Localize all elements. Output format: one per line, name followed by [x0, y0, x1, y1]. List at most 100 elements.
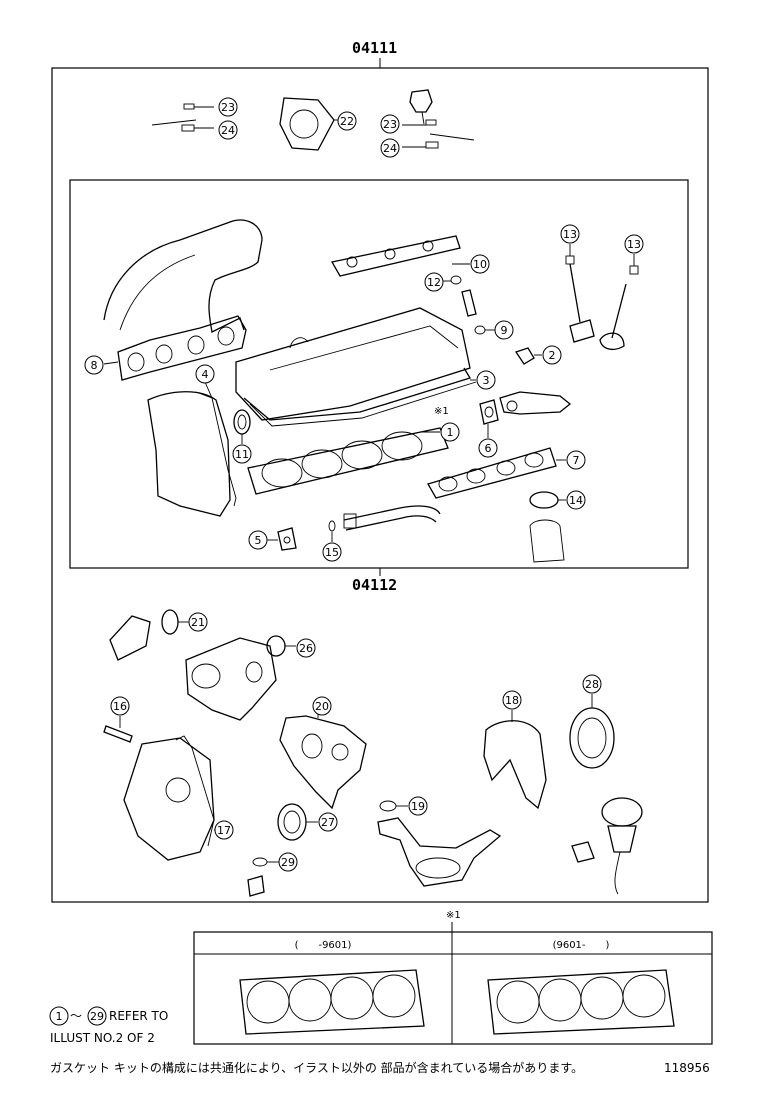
- head-gasket-variant-left: [239, 969, 425, 1035]
- callout-5: 5: [248, 530, 268, 550]
- fuel-delivery-pipe: [330, 235, 470, 277]
- gasket-16: [103, 716, 133, 743]
- callout-22: 22: [337, 111, 357, 131]
- callout-27: 27: [318, 812, 338, 832]
- gasket-29: [247, 857, 280, 897]
- callout-4: 4: [195, 364, 215, 384]
- oil-seal-11: [233, 409, 251, 444]
- svg-text:2: 2: [549, 349, 556, 362]
- valve-13-left: [565, 244, 595, 343]
- cylinder-head-cover: [235, 307, 471, 421]
- svg-text:7: 7: [573, 454, 580, 467]
- valve-cover-gasket-3: [243, 367, 477, 427]
- svg-text:28: 28: [585, 678, 599, 691]
- clip-part-left: [151, 103, 214, 132]
- note-mark-table: ※1: [446, 910, 461, 921]
- variant-table: [193, 931, 713, 1045]
- svg-text:22: 22: [340, 115, 354, 128]
- part-2: [514, 347, 542, 365]
- callout-8: 8: [84, 355, 104, 375]
- svg-text:20: 20: [315, 700, 329, 713]
- svg-text:5: 5: [255, 534, 262, 547]
- callout-24-right: 24: [380, 138, 400, 158]
- rear-oil-seal-retainer-18: [483, 710, 547, 810]
- cylinder-head-gasket-1: [247, 427, 449, 495]
- callout-2: 2: [542, 345, 562, 365]
- callout-6: 6: [478, 438, 498, 458]
- svg-text:29: 29: [90, 1010, 104, 1023]
- callout-20: 20: [312, 696, 332, 716]
- timing-cover-area: [147, 381, 237, 517]
- callout-10: 10: [470, 254, 490, 274]
- callout-14: 14: [566, 490, 586, 510]
- inner-frame: [69, 179, 689, 569]
- svg-text:16: 16: [113, 700, 127, 713]
- callout-18: 18: [502, 690, 522, 710]
- callout-16: 16: [110, 696, 130, 716]
- svg-text:24: 24: [383, 142, 397, 155]
- callout-26: 26: [296, 638, 316, 658]
- intake-part: [499, 391, 572, 415]
- svg-text:23: 23: [221, 101, 235, 114]
- svg-text:1: 1: [56, 1010, 63, 1023]
- egr-valve: [571, 797, 643, 895]
- svg-text:1: 1: [447, 426, 454, 439]
- svg-text:17: 17: [217, 824, 231, 837]
- water-pipe: [328, 505, 441, 542]
- svg-text:10: 10: [473, 258, 487, 271]
- callout-29: 29: [278, 852, 298, 872]
- callout-3: 3: [476, 370, 496, 390]
- svg-text:～: ～: [70, 1009, 82, 1023]
- gasket-20: [279, 714, 367, 810]
- rear-oil-seal-28: [569, 694, 615, 769]
- valve-13-right: [599, 254, 639, 351]
- svg-text:18: 18: [505, 694, 519, 707]
- callout-24-left: 24: [218, 120, 238, 140]
- callout-9: 9: [494, 320, 514, 340]
- sensor-part: [402, 89, 475, 149]
- callout-1: 1: [440, 422, 460, 442]
- outer-frame: [51, 67, 709, 903]
- callout-12: 12: [424, 272, 444, 292]
- gasket-5: [266, 527, 297, 551]
- variant-left-label: ( -9601): [295, 940, 352, 951]
- svg-text:23: 23: [383, 118, 397, 131]
- water-outlet-21: [109, 609, 190, 661]
- injector: [461, 289, 496, 335]
- variant-right-label: (9601- ): [553, 940, 610, 951]
- callout-23-left: 23: [218, 97, 238, 117]
- svg-text:3: 3: [483, 374, 490, 387]
- svg-text:21: 21: [191, 616, 205, 629]
- svg-text:13: 13: [563, 228, 577, 241]
- svg-text:29: 29: [281, 856, 295, 869]
- callout-11: 11: [232, 444, 252, 464]
- gasket-14: [529, 491, 566, 563]
- o-ring-12: [442, 275, 462, 285]
- intake-manifold-gasket-7: [427, 447, 566, 499]
- svg-text:24: 24: [221, 124, 235, 137]
- group-code-04112: 04112: [352, 576, 397, 594]
- callout-23-right: 23: [380, 114, 400, 134]
- illustration-number: 118956: [664, 1061, 710, 1075]
- timing-cover-17: [123, 735, 226, 861]
- svg-text:6: 6: [485, 442, 492, 455]
- water-pump-housing: [185, 637, 277, 721]
- svg-text:12: 12: [427, 276, 441, 289]
- refer-text-line1: REFER TO: [109, 1009, 168, 1023]
- cylhead-note-mark: ※1: [434, 406, 449, 417]
- exhaust-manifold-gasket-8: [103, 315, 247, 381]
- callout-19: 19: [408, 796, 428, 816]
- gasket-26: [266, 635, 296, 657]
- callout-7: 7: [566, 450, 586, 470]
- callout-15: 15: [322, 542, 342, 562]
- gasket-6: [479, 399, 499, 438]
- japanese-note: ガスケット キットの構成には共通化により、イラスト以外の 部品が含まれている場合…: [50, 1060, 583, 1075]
- head-gasket-variant-right: [487, 969, 675, 1035]
- svg-text:14: 14: [569, 494, 583, 507]
- exhaust-manifold: [103, 219, 263, 333]
- oil-seal-27: [277, 803, 318, 841]
- svg-text:27: 27: [321, 816, 335, 829]
- refer-text-line2: ILLUST NO.2 OF 2: [50, 1031, 155, 1045]
- svg-text:8: 8: [91, 359, 98, 372]
